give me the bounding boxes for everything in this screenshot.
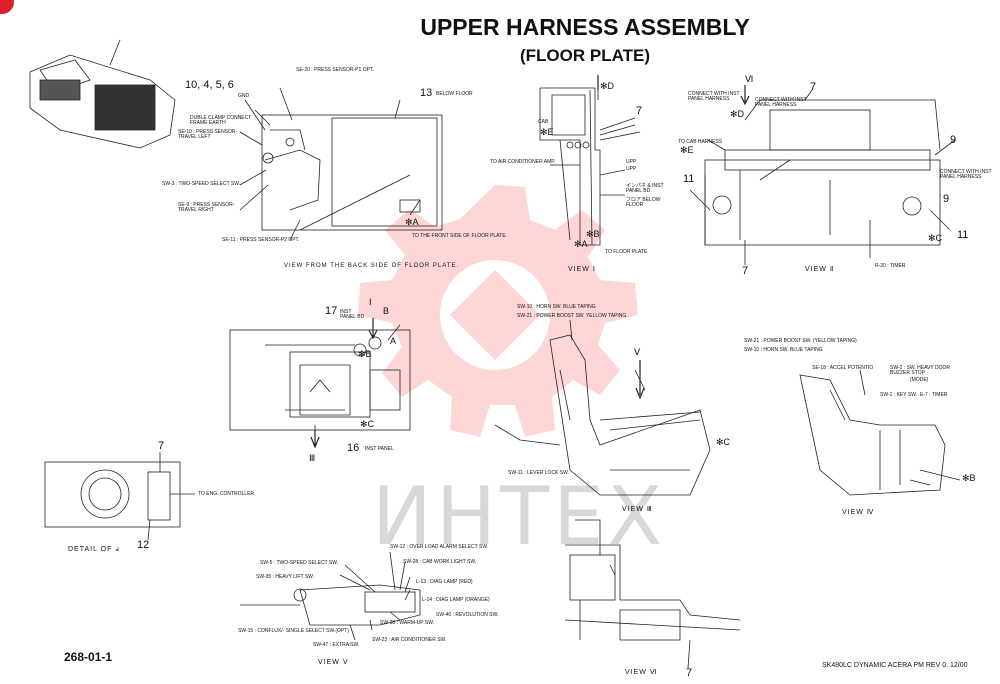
- v1-air-cond: TO AIR CONDITIONER AMP.: [490, 159, 556, 165]
- callout-star-a: ✻A: [405, 217, 419, 227]
- callout-13: 13: [420, 87, 433, 99]
- v4-sw10: SW-10 : HORN SW. BLUE TAPING: [744, 347, 823, 353]
- v1-below-floor: フロア BELOW FLOOR: [626, 197, 661, 208]
- detail-a-12: 12: [137, 539, 150, 551]
- v2-vi: Ⅵ: [745, 74, 754, 84]
- v2-timer: R-20 : TIMER: [875, 263, 906, 269]
- v5-sw12: SW-12 : OVER LOAD ALARM SELECT SW.: [390, 544, 489, 550]
- detail-16: 16: [347, 442, 360, 454]
- v4-sw21: SW-21 : POWER BOOST SW. (YELLOW TAPING): [744, 338, 857, 344]
- caption-view4: VIEW Ⅳ: [842, 509, 875, 516]
- detail-a: A: [390, 336, 397, 346]
- v1-star-a: ✻A: [574, 239, 588, 249]
- v2-connect-inst1: CONNECT WITH INST PANEL HARNESS: [688, 91, 740, 102]
- v5-sw28: SW-28 : CAB WORK LIGHT SW.: [403, 559, 477, 565]
- v4-mode: (MODE): [910, 377, 929, 383]
- watermark-logo: [358, 185, 638, 437]
- v1-upp: UPP: [626, 159, 637, 165]
- callout-se11: SE-11 : PRESS SENSOR-P2 OPT.: [222, 237, 300, 243]
- callout-front-side: TO THE FRONT SIDE OF FLOOR PLATE.: [412, 233, 507, 239]
- v4-sw1: SW-1 : KEY SW.: [880, 392, 918, 398]
- v3-sw10: SW-10 : HORN SW. BLUE TAPING: [517, 304, 596, 310]
- detail-inst-panel: INST PANEL: [365, 446, 394, 452]
- v5-sw5: SW-5 : TWO-SPEED SELECT SW.: [260, 560, 339, 566]
- detail-i: I: [369, 297, 372, 307]
- v2-11b: 11: [957, 229, 969, 241]
- v1-cab: CAB: [538, 119, 549, 125]
- v1-inst-panel: インパネ & INST PANEL BD: [626, 183, 664, 194]
- callout-se10: SE-10 : PRESS SENSOR- TRAVEL LEFT: [178, 129, 238, 140]
- caption-view2: VIEW Ⅱ: [805, 266, 835, 273]
- v2-connect-inst3: CONNECT WITH INST PANEL HARNESS: [940, 169, 992, 180]
- v3-sw21: SW-21 : POWER BOOST SW. YELLOW TAPING: [517, 313, 627, 319]
- v2-to-cab: TO CAB HARNESS: [678, 139, 723, 145]
- callout-below-floor: BELOW FLOOR: [436, 91, 473, 97]
- v2-9b: 9: [943, 193, 950, 205]
- v1-upp2: UPP: [626, 166, 637, 172]
- caption-detail-a: DETAIL OF ⅎ: [68, 546, 120, 553]
- v1-star-e: ✻E: [540, 127, 554, 137]
- callout-double-clamp: DUBLE CLAMP CONNECT FRAME EARTH: [190, 115, 252, 126]
- caption-view6: VIEW Ⅵ: [625, 669, 658, 676]
- detail-star-c: ✻C: [360, 419, 375, 429]
- detail-a-7: 7: [158, 440, 165, 452]
- v4-se18: SE-18 : ACCEL POTENTIO: [812, 365, 874, 371]
- caption-view1: VIEW Ⅰ: [568, 266, 596, 273]
- caption-floor-back: VIEW FROM THE BACK SIDE OF FLOOR PLATE.: [284, 263, 460, 269]
- detail-iii: Ⅲ: [309, 453, 316, 463]
- v4-e7: E-7 : TIMER: [920, 392, 948, 398]
- caption-view5: VIEW Ⅴ: [318, 659, 349, 666]
- detail-17: 17: [325, 305, 338, 317]
- callout-sw3: SW-3 : TWO-SPEED SELECT SW.: [162, 181, 241, 187]
- detail-inst-panel-bd: INST PANEL BD: [340, 309, 365, 320]
- v2-star-e: ✻E: [680, 145, 694, 155]
- v1-star-b: ✻B: [586, 229, 600, 239]
- v2-11a: 11: [683, 173, 695, 185]
- v1-to-floor: TO FLOOR PLATE: [605, 249, 648, 255]
- callout-se9: SE-9 : PRESS SENSOR- TRAVEL RIGHT: [178, 202, 235, 213]
- callout-10-4-5-6: 10, 4, 5, 6: [185, 79, 234, 91]
- detail-a-eng-ctrl: TO ENG. CONTROLLER: [198, 491, 255, 497]
- title-line2: (FLOOR PLATE): [520, 46, 650, 65]
- v5-sw47: SW-47 : EXTRA SW.: [313, 642, 360, 648]
- v2-9a: 9: [950, 134, 957, 146]
- v5-sw23: SW-23 : AIR CONDITIONER SW.: [372, 637, 447, 643]
- callout-se20: SE-20 : PRESS SENSOR-P1 OPT.: [296, 67, 374, 73]
- v5-sw38: SW-38 : WARM-UP SW.: [380, 620, 435, 626]
- page-number: 268-01-1: [64, 650, 113, 664]
- v1-star-d: ✻D: [600, 81, 615, 91]
- footer-text: SK480LC DYNAMIC ACERA PM REV 0. 12/00: [822, 662, 968, 669]
- v2-connect-inst2: CONNECT WITH INST PANEL HARNESS: [755, 97, 807, 108]
- v2-star-d: ✻D: [730, 109, 745, 119]
- detail-star-b: ✻B: [358, 349, 372, 359]
- v5-sw15: SW-15 : CONFLUX/- SINGLE SELECT SW.(OPT): [238, 628, 349, 634]
- v3-sw11: SW-11 : LEVER LOCK SW.: [508, 470, 569, 476]
- v5-sw40: SW-40 : REVOLUTION SW.: [436, 612, 499, 618]
- v2-7a: 7: [810, 81, 817, 93]
- corner-mark: [0, 0, 14, 14]
- v4-star-b: ✻B: [962, 473, 976, 483]
- v2-star-c: ✻C: [928, 233, 943, 243]
- v1-7: 7: [636, 105, 643, 117]
- v4-sw2: SW-2 : SW. HEAVY DOOR BUZZER STOP: [890, 365, 951, 376]
- v3-star-c: ✻C: [716, 437, 731, 447]
- v3-v: Ⅴ: [634, 347, 641, 357]
- caption-view3: VIEW Ⅲ: [622, 506, 653, 513]
- v6-7: 7: [686, 667, 693, 679]
- v2-7b: 7: [742, 265, 749, 277]
- v5-l13: L-13 : DIAG LAMP (RED): [416, 579, 473, 585]
- v5-l14: L-14 : DIAG LAMP (ORANGE): [422, 597, 490, 603]
- title-line1: UPPER HARNESS ASSEMBLY: [420, 14, 750, 40]
- callout-gnd: GND: [238, 93, 250, 99]
- v5-sw35: SW-35 : HEAVY LIFT SW.: [256, 574, 314, 580]
- watermark-text: ИНТЕХ: [372, 470, 667, 563]
- detail-b: B: [383, 306, 390, 316]
